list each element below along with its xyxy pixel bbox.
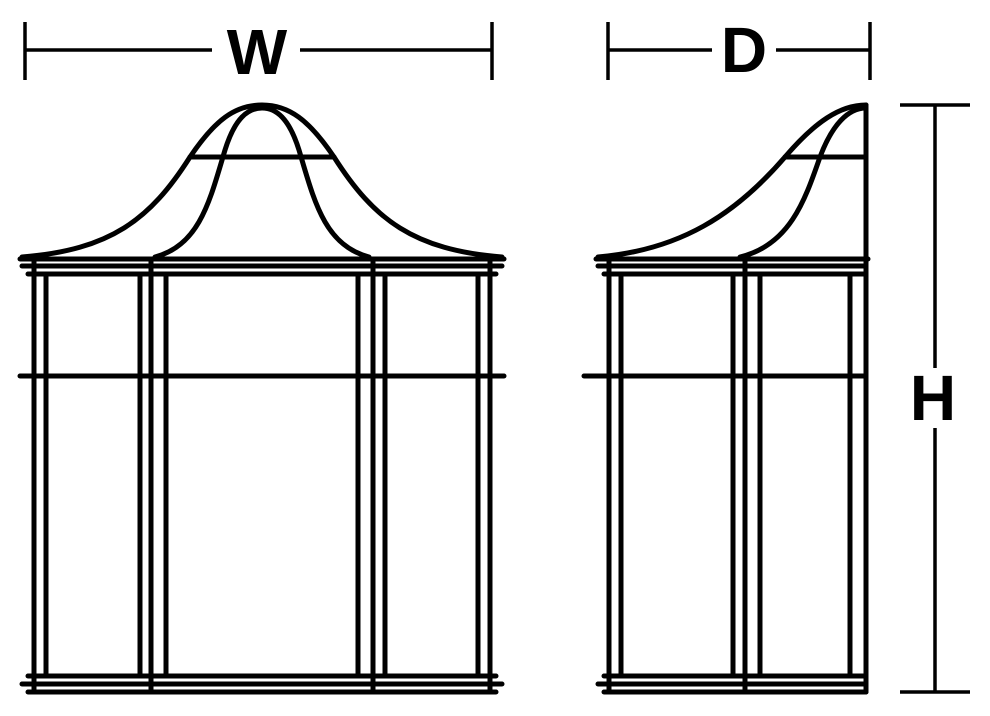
front-view: [17, 102, 507, 695]
side-view: [581, 102, 871, 695]
depth-dimension: D: [606, 14, 872, 86]
depth-label: D: [721, 14, 767, 86]
height-dimension: H: [900, 103, 970, 694]
width-dimension: W: [23, 16, 494, 88]
height-label: H: [910, 362, 956, 434]
width-label: W: [227, 16, 288, 88]
